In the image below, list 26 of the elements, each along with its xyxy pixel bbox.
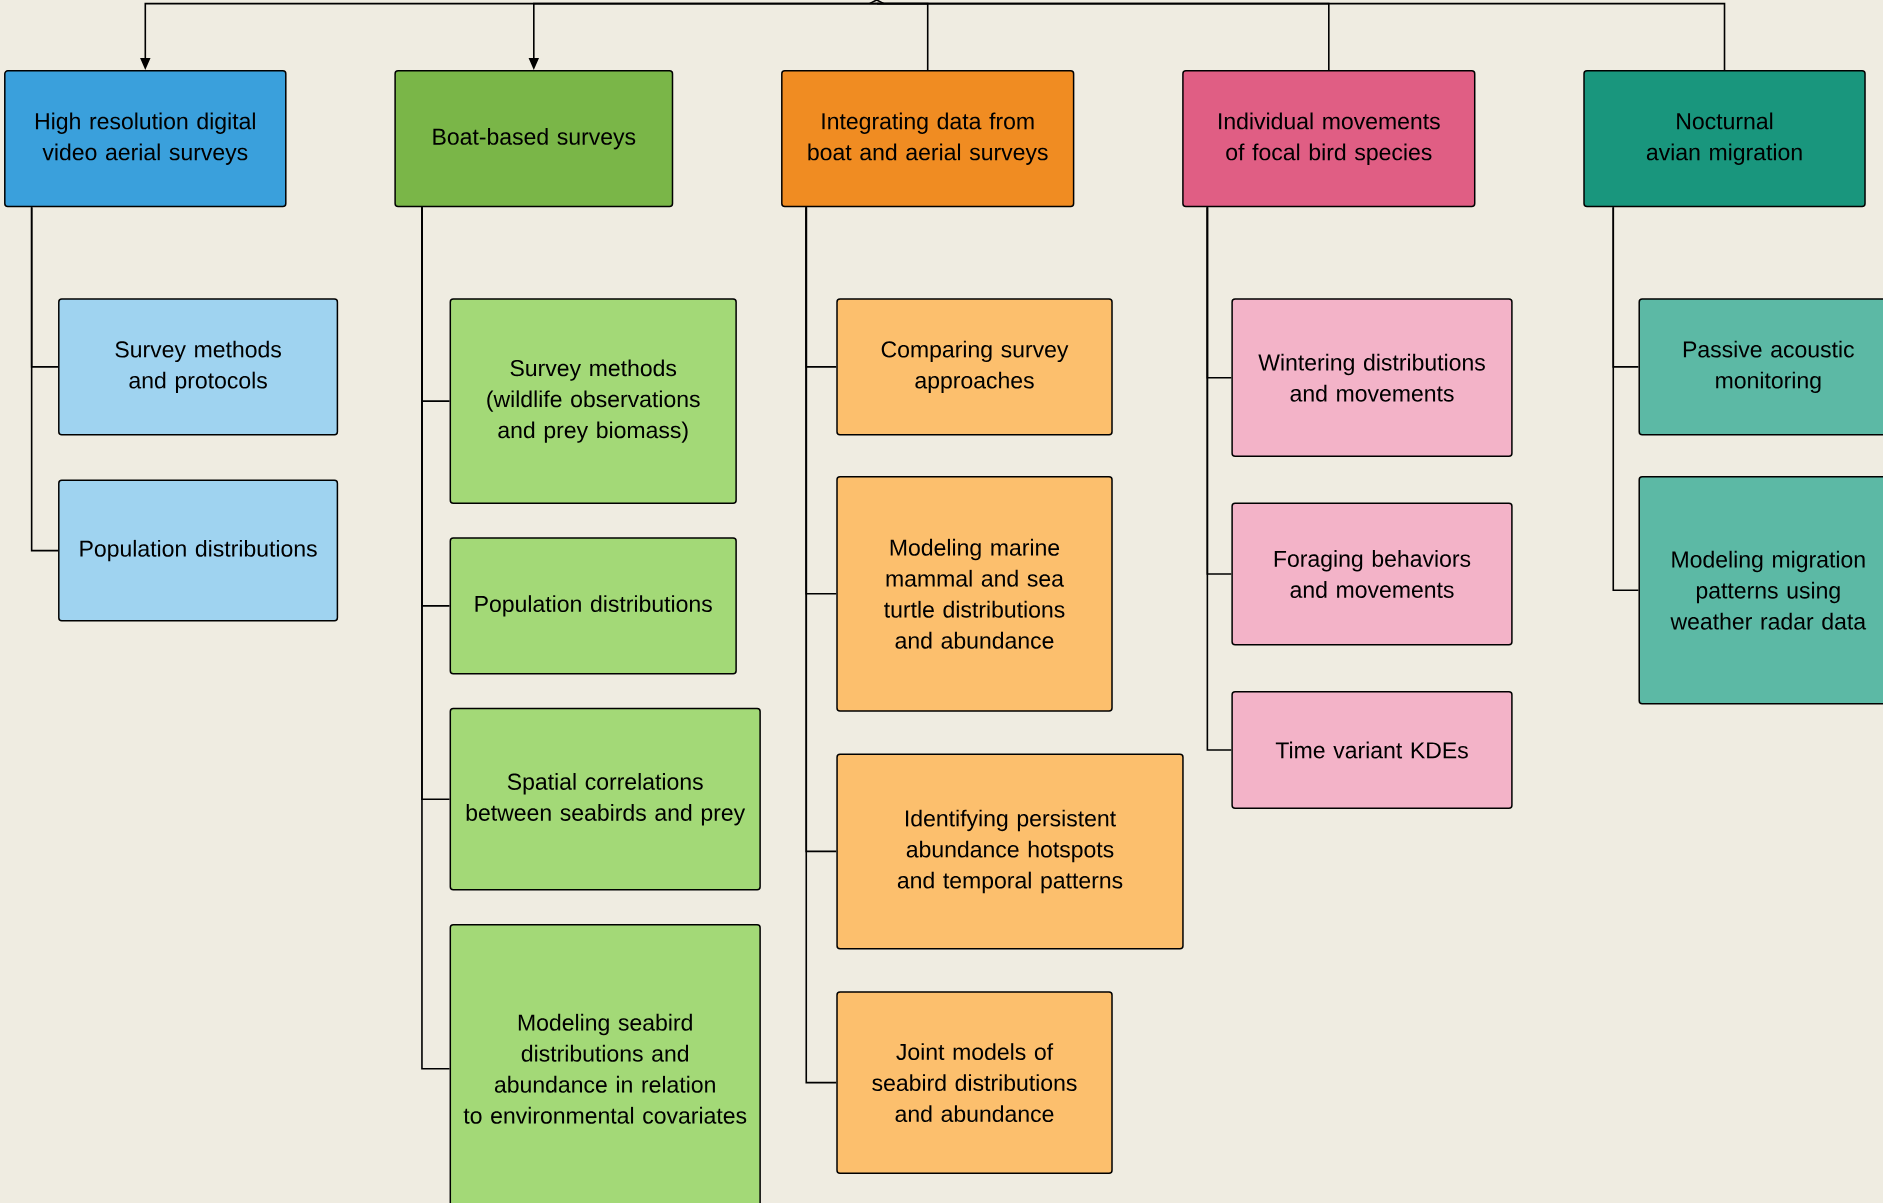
connector-line [875, 2, 1726, 71]
topic-box: Modeling marine mammal and sea turtle distributions and abundance [836, 475, 1113, 712]
connector-line [30, 206, 59, 552]
connector-line [805, 206, 838, 1084]
topic-box: Identifying persistent abundance hotspots and temporal patterns [836, 753, 1184, 950]
topic-box: Foraging behaviors and movements [1231, 502, 1513, 646]
topic-box: Survey methods and protocols [58, 298, 339, 436]
category-box: Nocturnal avian migration [1583, 70, 1866, 208]
connector-line [1612, 206, 1640, 591]
category-box: Integrating data from boat and aerial surveys [781, 70, 1075, 208]
category-box: Individual movements of focal bird species [1182, 70, 1476, 208]
topic-box: Joint models of seabird distributions and abundance [836, 991, 1113, 1174]
category-box: High resolution digital video aerial surveys [4, 70, 287, 208]
connector-line [421, 206, 451, 1070]
topic-box: Survey methods (wildlife observations and prey biomass) [449, 298, 737, 504]
topic-box: Comparing survey approaches [836, 298, 1113, 436]
topic-box: Modeling seabird distributions and abundance in relation to environmental covariates [449, 923, 761, 1203]
topic-box: Wintering distributions and movements [1231, 298, 1513, 458]
topic-box: Spatial correlations between seabirds and prey [449, 707, 761, 891]
topic-box: Passive acoustic monitoring [1638, 298, 1883, 436]
topic-box: Population distributions [58, 479, 339, 622]
connector-line [1206, 206, 1233, 751]
topic-box: Modeling migration patterns using weather radar data [1638, 475, 1883, 705]
category-box: Boat-based surveys [394, 70, 674, 208]
topic-box: Population distributions [449, 537, 737, 675]
topic-box: Time variant KDEs [1231, 691, 1513, 809]
